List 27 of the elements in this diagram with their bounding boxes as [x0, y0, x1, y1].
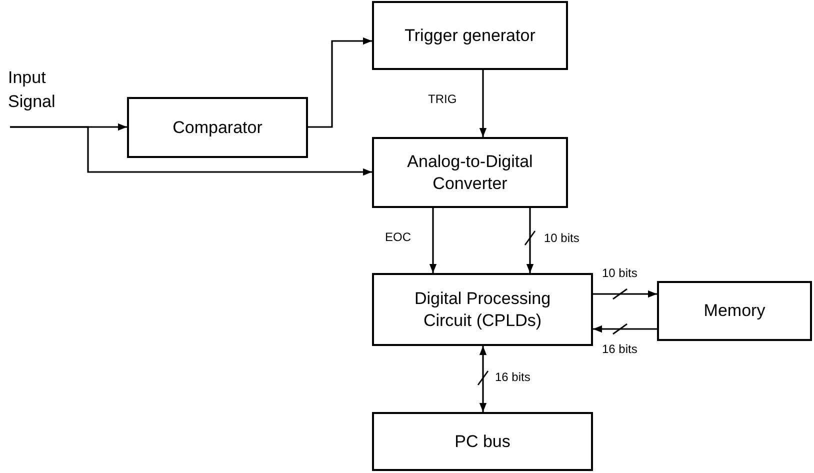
edge-label: 16 bits: [602, 342, 638, 356]
edge-label: 10 bits: [544, 231, 580, 245]
edge-label: 16 bits: [495, 370, 530, 384]
process-box: [372, 137, 568, 208]
process-box: [372, 273, 593, 346]
arrow: [526, 208, 534, 273]
edge-label: 10 bits: [602, 266, 638, 280]
edge-label: EOC: [385, 230, 412, 244]
arrow: [308, 37, 372, 128]
arrow: [479, 70, 487, 137]
box-label: Analog-to-Digital Converter: [406, 150, 534, 194]
input-label: Input Signal: [8, 67, 56, 113]
arrow: [429, 208, 437, 273]
arrow: [593, 290, 657, 298]
edge-label: TRIG: [428, 92, 457, 106]
arrow: [593, 325, 657, 333]
process-box: [657, 281, 812, 341]
arrow: [479, 346, 487, 412]
box-label: Memory: [704, 300, 766, 322]
arrow: [10, 126, 372, 176]
box-label: PC bus: [454, 430, 510, 452]
box-label: Trigger generator: [404, 24, 536, 46]
process-box: [372, 1, 568, 70]
box-label: Comparator: [172, 116, 262, 138]
process-box: [127, 97, 308, 158]
box-label: Digital Processing Circuit (CPLDs): [413, 288, 552, 332]
process-box: [372, 412, 593, 471]
